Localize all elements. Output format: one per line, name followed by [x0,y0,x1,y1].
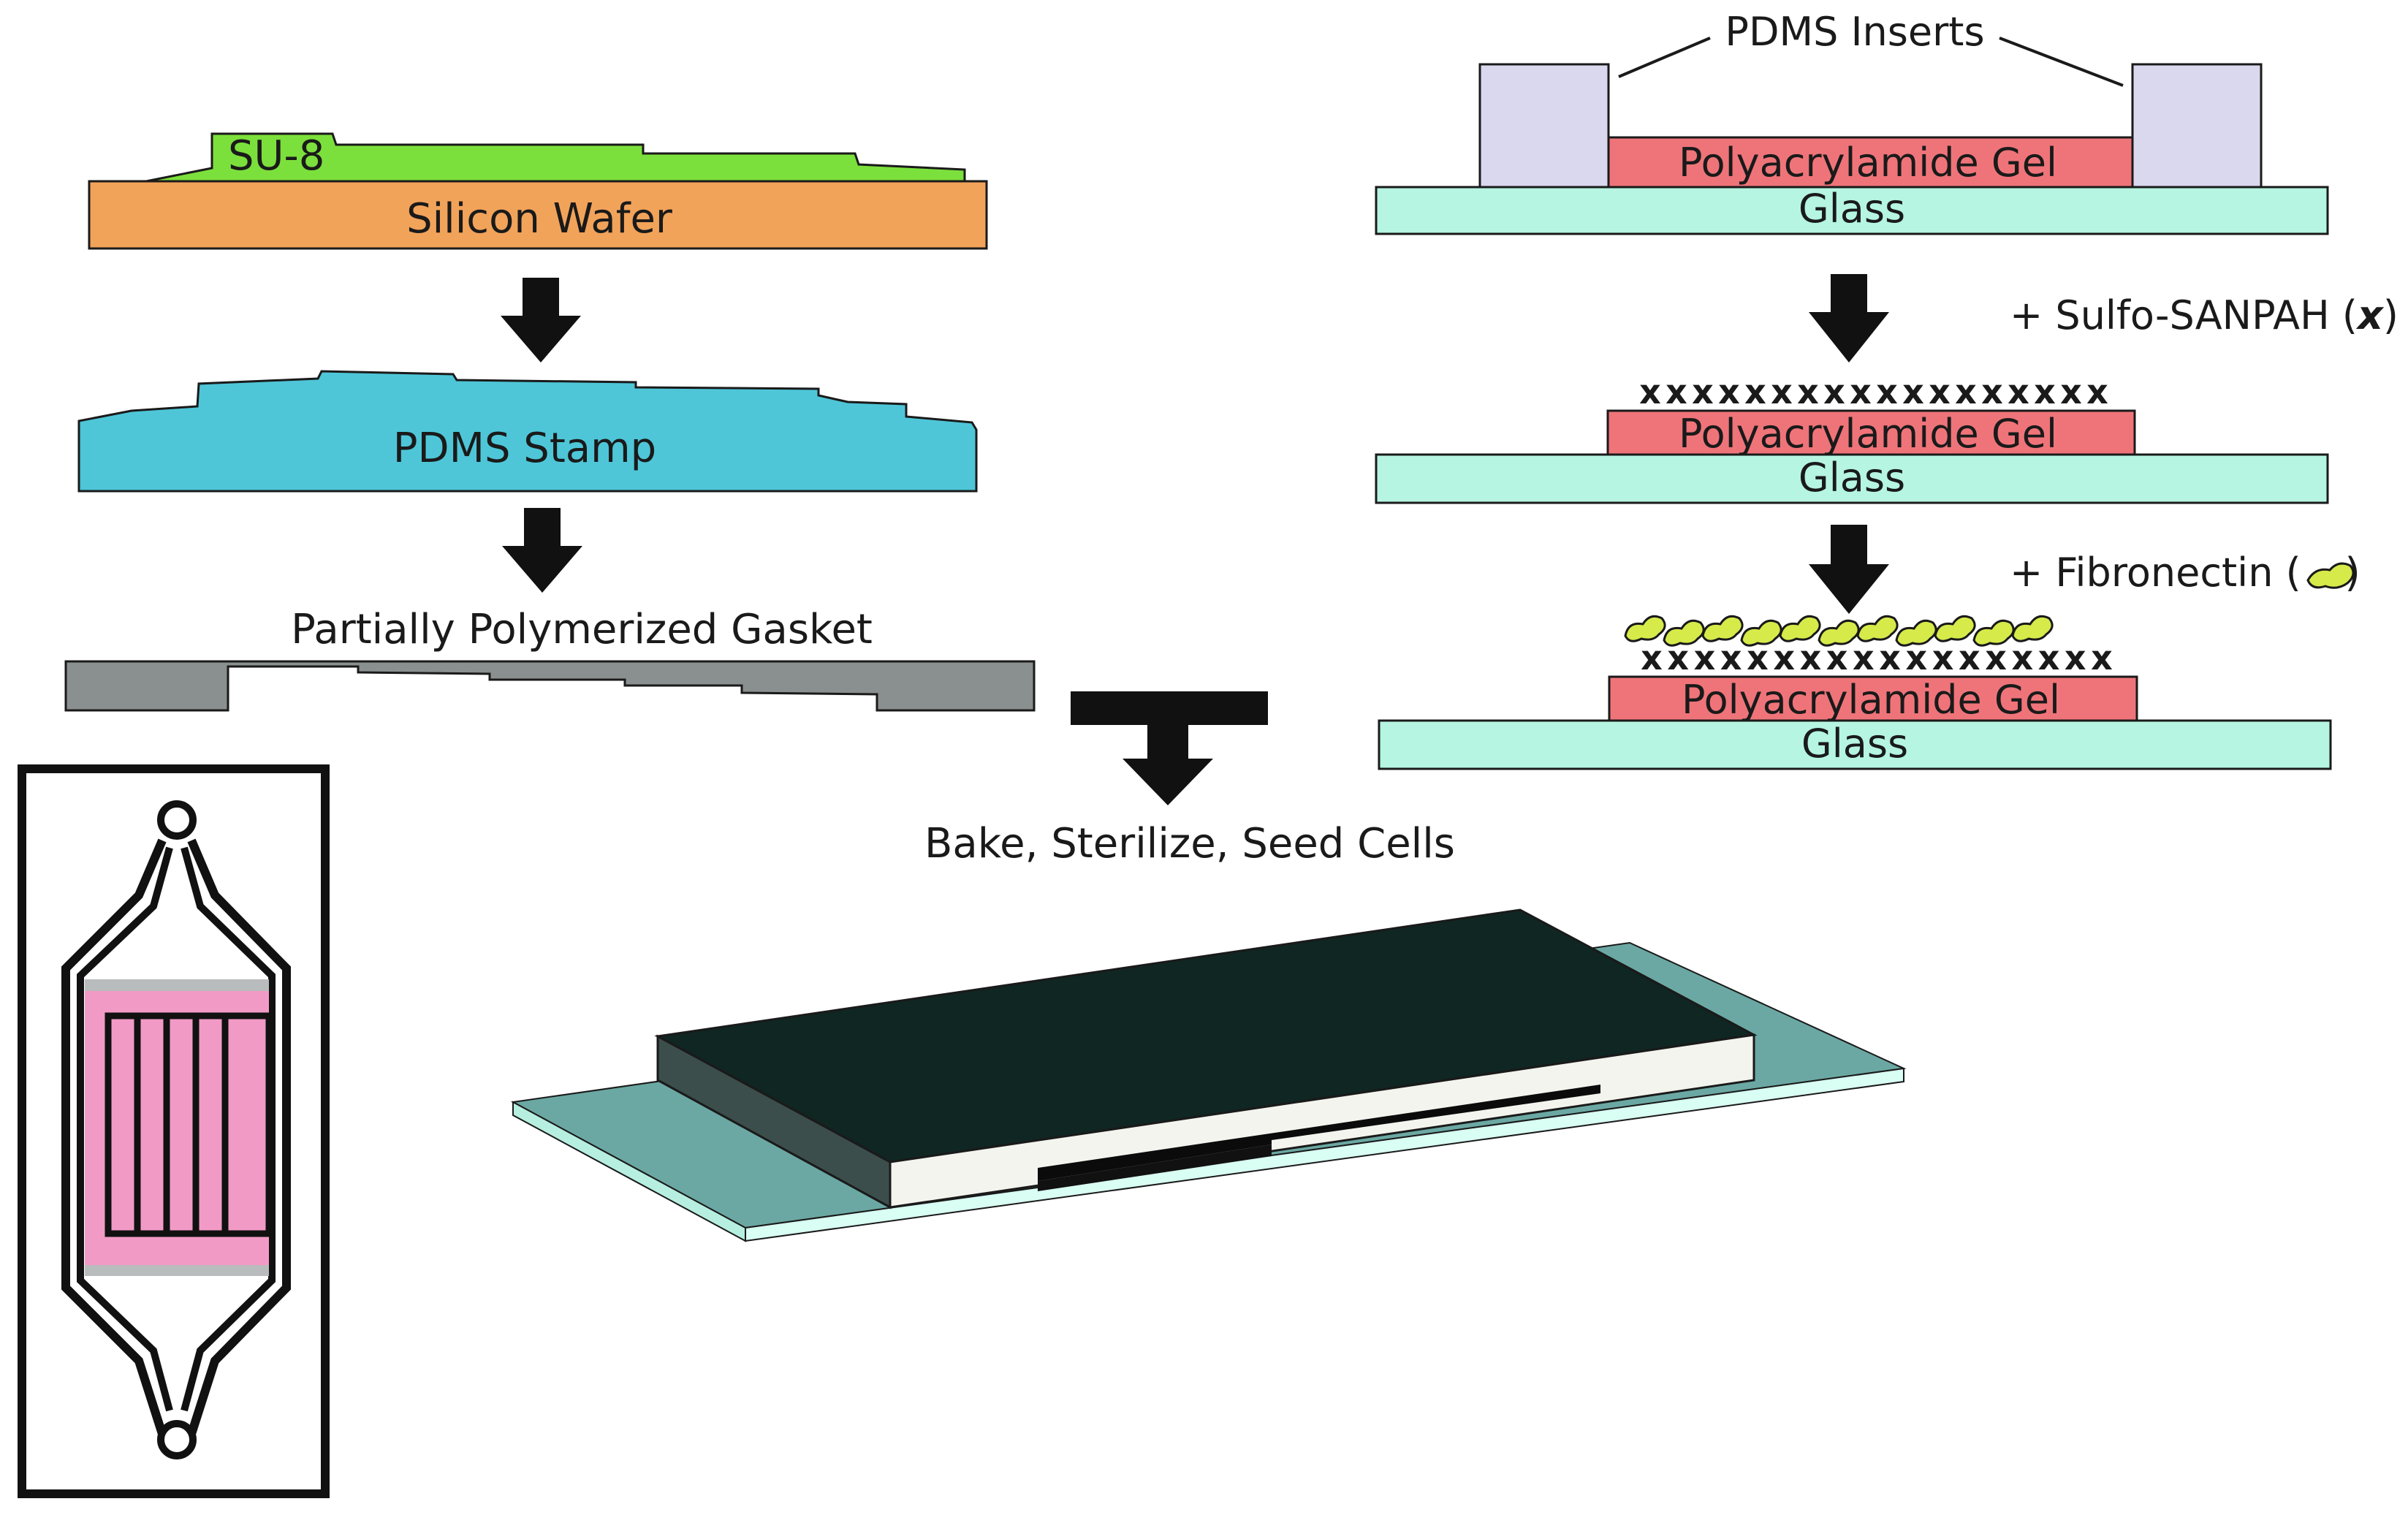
crosslinker-mark: x [1902,372,1924,411]
silicon-wafer [88,180,988,250]
gasket-label: Partially Polymerized Gasket [291,606,873,653]
pdms-insert-left [1478,63,1610,189]
crosslinker-mark: x [1771,372,1793,411]
fibronectin-blob [1624,615,1666,642]
assembly-step: Bake, Sterilize, Seed Cells [924,691,1455,867]
fibronectin-legend-icon [2306,562,2355,589]
crosslinker-mark: x [1744,372,1766,411]
fibronectin-blob [1701,615,1744,642]
pdms-stamp [77,370,978,493]
crosslinker-mark: x [1823,372,1845,411]
crosslinker-mark: x [2065,638,2086,677]
down-arrow-3 [1809,274,1889,362]
crosslinker-mark: x [1981,372,2003,411]
pdms-inserts-label: PDMS Inserts [1725,9,1984,55]
silicon-wafer-label: Silicon Wafer [406,195,673,243]
fibronectin-blob [1779,615,1821,642]
insert-leader-right [1999,37,2124,87]
crosslinker-mark: x [1955,372,1977,411]
glass-stage-3 [1378,719,2332,770]
glass-label-stage-1: Glass [1799,186,1905,232]
gel-label-stage-3: Polyacrylamide Gel [1682,677,2060,723]
fibronectin-blob [1895,619,1937,647]
crosslinker-mark: x [1694,638,1716,677]
glass-stage-2 [1375,453,2329,504]
partially-polymerized-gasket [64,660,1036,712]
gel-stage-3 [1608,675,2138,722]
fibronectin-row [1624,615,2054,647]
glass-label-stage-3: Glass [1801,721,1908,767]
fibronectin-blob [2011,615,2054,642]
crosslinker-mark: x [1929,372,1951,411]
assembled-device-3d [510,908,1907,1242]
insert-leader-left [1618,37,1711,78]
gel-label-stage-1: Polyacrylamide Gel [1679,140,2057,186]
inset-stripe-pattern [105,1012,273,1237]
crosslinker-mark: x [1797,372,1819,411]
fibronectin-blob [1972,619,2015,647]
down-arrow-2 [502,508,582,593]
crosslinker-mark: x [1879,638,1901,677]
crosslinker-mark: x [1932,638,1954,677]
fibronectin-text: + Fibronectin ( [2010,550,2301,596]
pdms-stamp-label: PDMS Stamp [393,425,656,472]
left-process-flow: SU-8 Silicon Wafer PDMS Stamp Partially … [64,132,1036,712]
crosslinker-mark: x [1773,638,1795,677]
crosslinker-mark: x [2008,372,2029,411]
device-channel [1038,1085,1600,1181]
glass-label-stage-2: Glass [1799,455,1905,501]
crosslinker-mark: x [1800,638,1822,677]
fibronectin-blob [1934,615,1976,642]
sulfo-sanpah-symbol: x [2355,292,2385,338]
top-view-inset [18,764,330,1498]
device-channel-lower [1038,1144,1272,1191]
join-bar [1071,691,1268,725]
inset-outlet-port [157,1420,197,1459]
join-arrow [1123,725,1213,805]
inset-gel-area [85,991,269,1265]
down-arrow-1 [501,278,581,362]
crosslinker-mark: x [2011,638,2033,677]
crosslinker-mark: x [1720,638,1742,677]
sulfo-sanpah-text: + Sulfo-SANPAH ( [2010,292,2358,338]
crosslinker-mark: x [2091,638,2113,677]
crosslinker-mark: x [1666,372,1687,411]
su8-layer [145,132,966,183]
crosslinker-mark: x [1850,372,1872,411]
inset-stripe-frame [105,1012,273,1237]
pdms-insert-right [2131,63,2263,189]
sulfo-sanpah-close: ) [2383,292,2398,338]
crosslinker-mark: x [2086,372,2108,411]
final-step-label: Bake, Sterilize, Seed Cells [924,820,1455,867]
crosslinker-mark: x [2038,638,2060,677]
gel-stage-2 [1606,409,2136,456]
crosslinker-mark: x [1639,372,1661,411]
crosslinker-mark: x [1641,638,1663,677]
crosslinker-mark: x [2034,372,2056,411]
crosslinker-mark: x [2060,372,2082,411]
down-arrow-4 [1809,525,1889,614]
gel-label-stage-2: Polyacrylamide Gel [1679,411,2057,457]
crosslinker-mark: x [1692,372,1714,411]
base-slide-front-edge [745,1067,1904,1242]
fibronectin-blob [1856,615,1899,642]
crosslinker-mark: x [1876,372,1898,411]
sulfo-sanpah-label: + Sulfo-SANPAH (x) [2010,292,2398,338]
fibronectin-label: + Fibronectin () [2010,550,2360,596]
su8-label: SU-8 [228,132,324,180]
crosslinker-mark: x [1718,372,1740,411]
glass-stage-1 [1375,186,2329,235]
inset-channel-outline [61,838,291,1435]
inset-inlet-port [157,800,197,840]
crosslinker-mark: x [1853,638,1875,677]
right-process-flow: PDMS Inserts Polyacrylamide Gel Glass + … [1375,9,2398,770]
